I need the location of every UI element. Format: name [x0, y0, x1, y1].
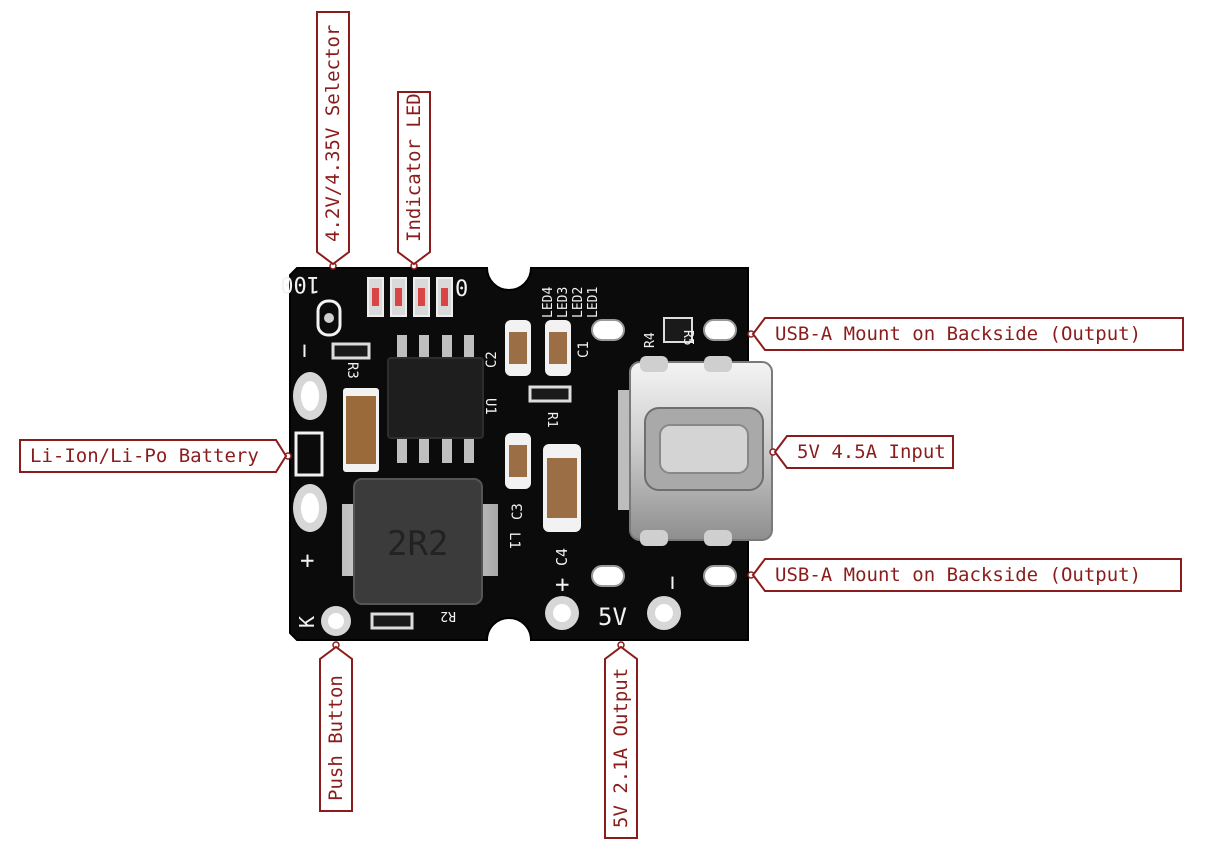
battery-pads [293, 372, 327, 532]
silk-c2: C2 [484, 351, 500, 368]
indicator-leds [367, 277, 453, 317]
label-indicator-text: Indicator LED [403, 93, 425, 242]
silk-c4: C4 [553, 548, 571, 566]
inductor-l1 [342, 478, 498, 605]
silk-c1: C1 [576, 341, 592, 358]
capacitors-right [505, 320, 581, 532]
label-output-text: 5V 2.1A Output [610, 667, 632, 828]
label-indicator: Indicator LED [398, 92, 430, 252]
silk-led4: LED4 [541, 287, 556, 318]
silk-100: 100 [280, 271, 320, 296]
output-pads [545, 596, 681, 630]
resistor-r3 [331, 342, 371, 360]
label-push-button-text: Push Button [325, 675, 347, 801]
label-selector: 4.2V/4.35V Selector [317, 12, 349, 252]
silk-r3: R3 [344, 362, 360, 379]
silk-0: 0 [455, 277, 468, 302]
label-input-text: 5V 4.5A Input [797, 441, 946, 463]
silk-l1: L1 [506, 532, 522, 549]
silk-led1: LED1 [586, 287, 601, 318]
usb-a-mount-slots [591, 319, 737, 587]
silk-led3: LED3 [556, 287, 571, 318]
resistor-r2 [370, 612, 414, 630]
label-output: 5V 2.1A Output [605, 659, 637, 838]
silk-u1: U1 [482, 398, 498, 415]
usb-c-connector [618, 356, 773, 546]
silk-minus-left: − [290, 344, 318, 358]
selector-jumper [316, 299, 342, 337]
label-usb-a-bottom-text: USB-A Mount on Backside (Output) [775, 564, 1142, 586]
silk-r5: R5 [680, 330, 695, 346]
resistors-r4-r5 [663, 317, 693, 343]
label-usb-a-top: USB-A Mount on Backside (Output) [765, 318, 1183, 350]
silk-plus-out: + [548, 578, 576, 592]
ic-u1 [387, 335, 484, 463]
silk-c3: C3 [510, 503, 526, 520]
silk-r1: R1 [544, 412, 559, 428]
silk-r4: R4 [643, 332, 658, 348]
silk-r2: R2 [440, 608, 456, 623]
silk-k: K [295, 616, 319, 628]
label-push-button: Push Button [320, 659, 352, 811]
label-usb-a-top-text: USB-A Mount on Backside (Output) [775, 323, 1142, 345]
silk-led2: LED2 [571, 287, 586, 318]
silk-inductor-value: 2R2 [387, 524, 448, 564]
label-input: 5V 4.5A Input [787, 436, 953, 468]
silk-5v: 5V [598, 603, 627, 631]
push-button-pad [321, 606, 351, 636]
label-outlines [19, 11, 1184, 839]
label-usb-a-bottom: USB-A Mount on Backside (Output) [765, 559, 1181, 591]
silk-plus-left: + [293, 554, 321, 568]
label-selector-text: 4.2V/4.35V Selector [322, 24, 344, 242]
label-battery: Li-Ion/Li-Po Battery [20, 440, 276, 472]
silk-minus-out: − [658, 576, 686, 590]
label-battery-text: Li-Ion/Li-Po Battery [30, 445, 259, 467]
capacitor-left [343, 388, 379, 472]
